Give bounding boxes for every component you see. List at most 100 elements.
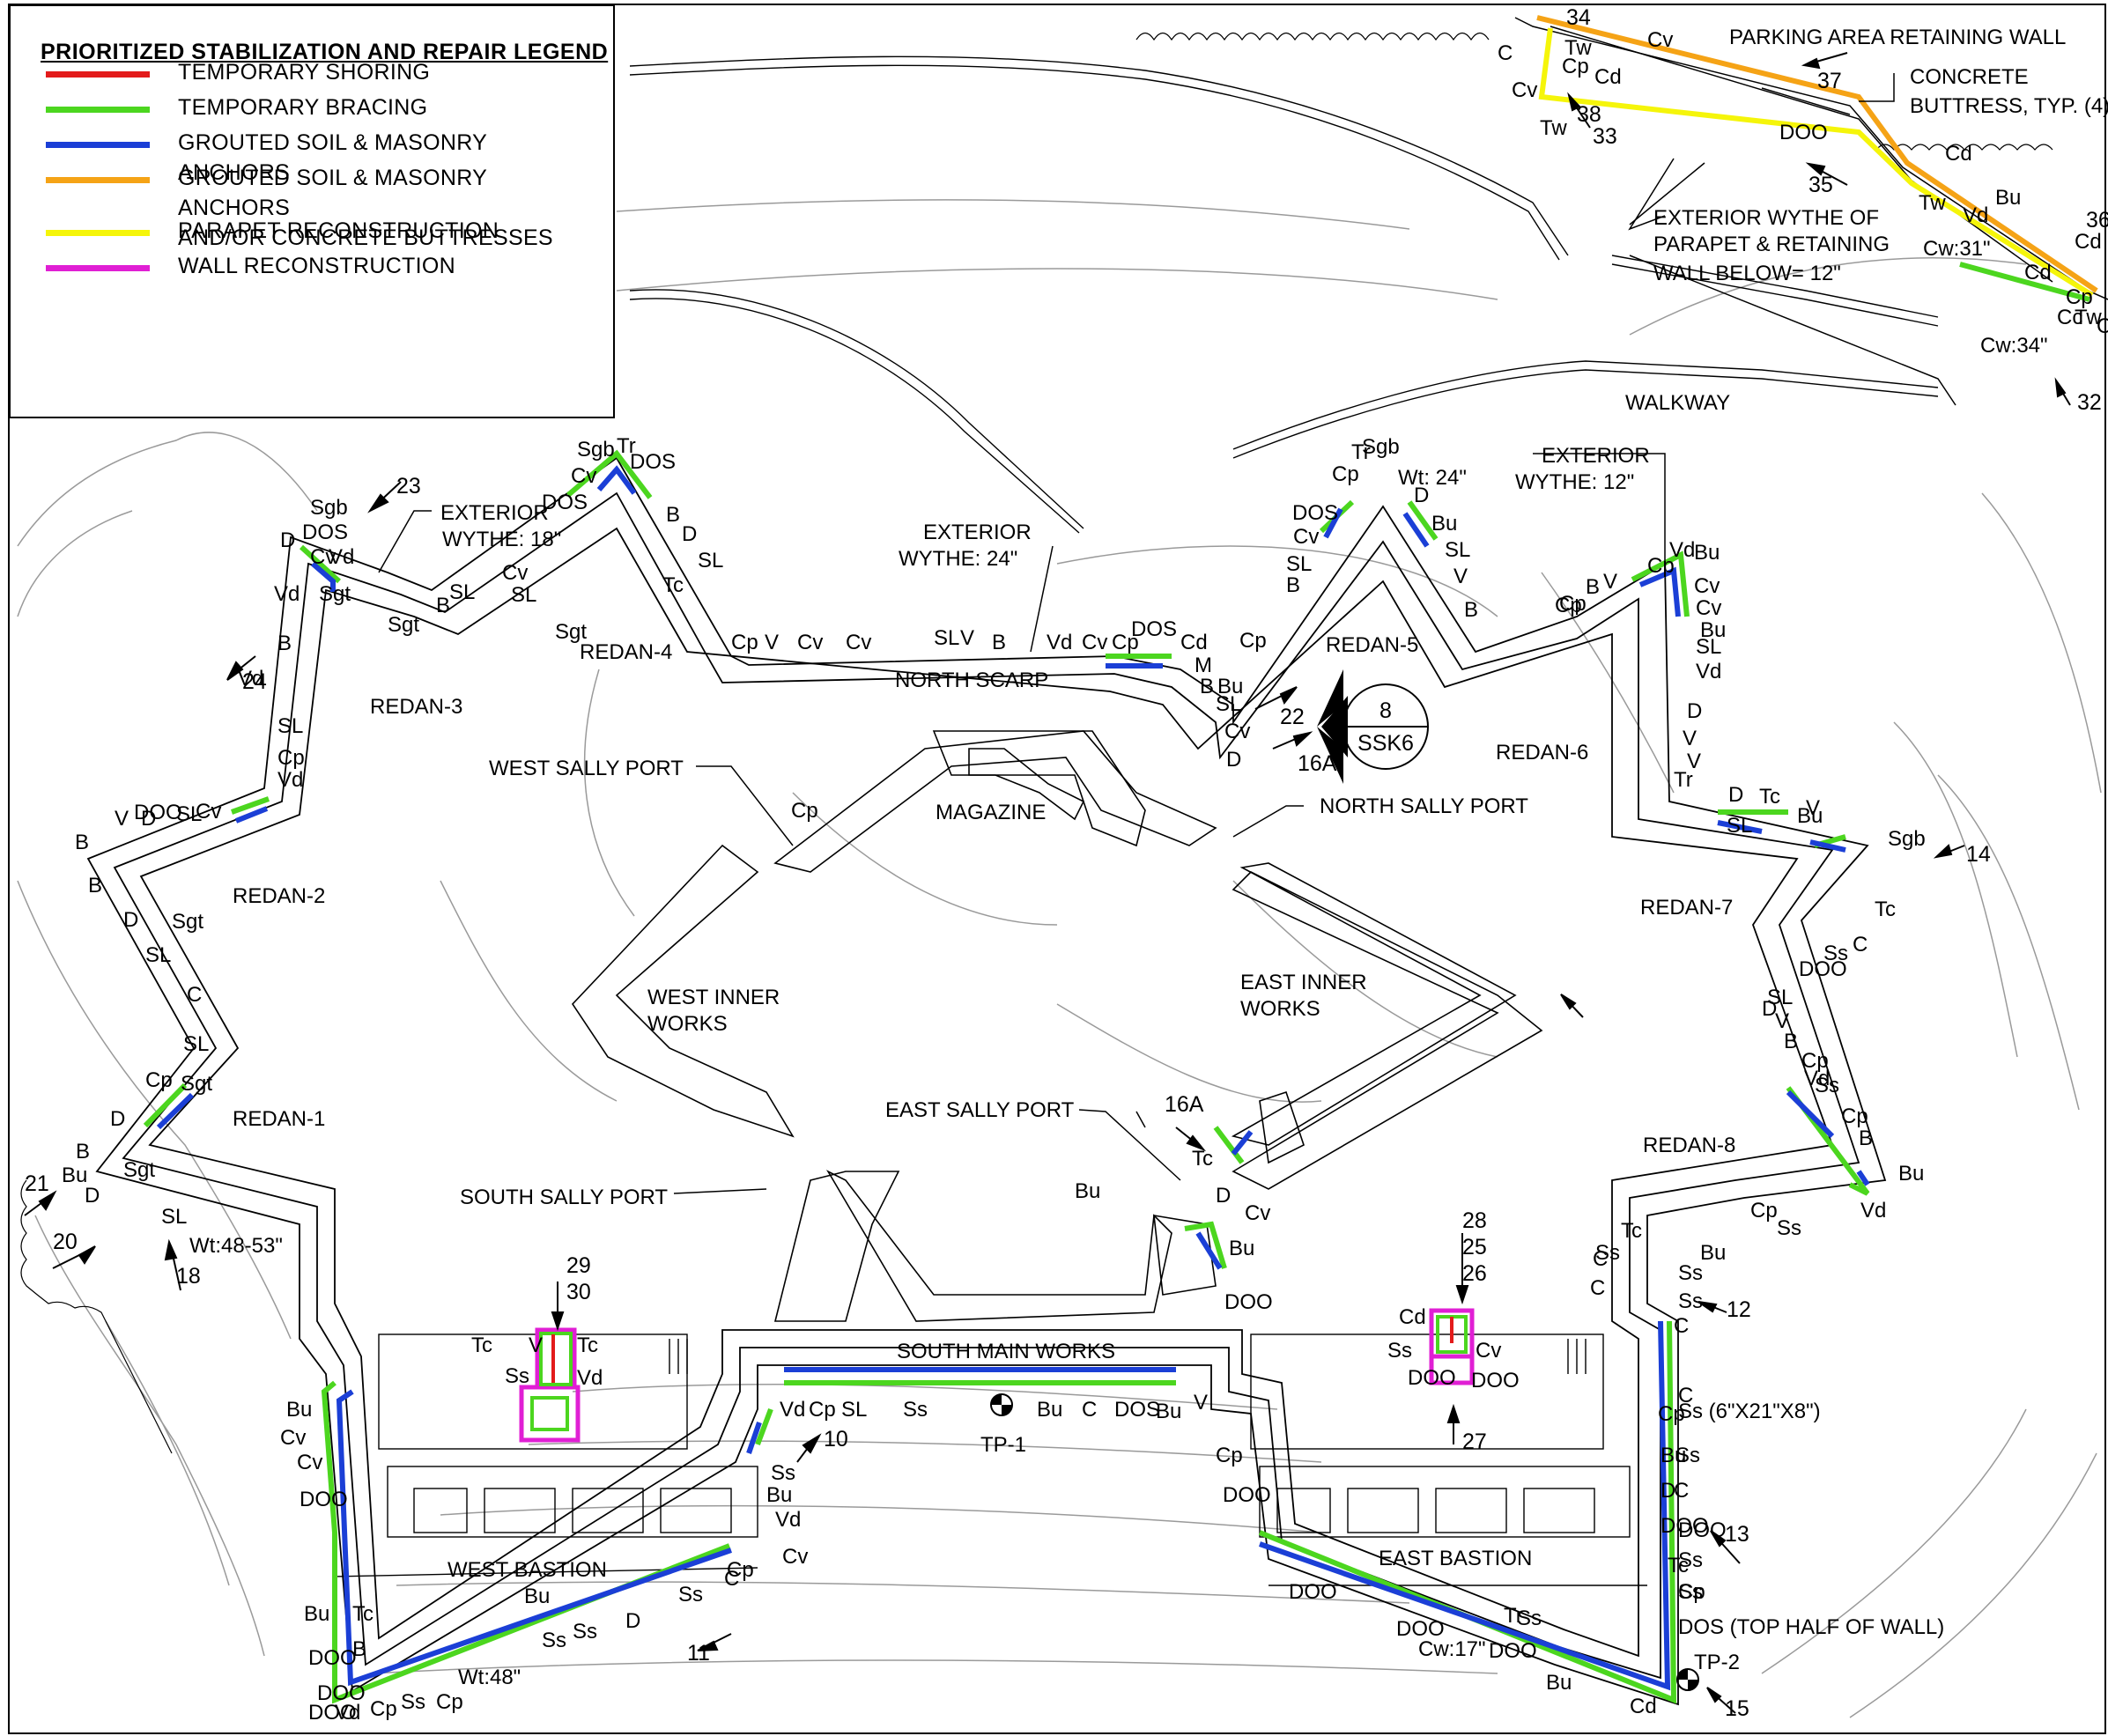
condition-code: D — [625, 1609, 640, 1633]
anchors-lines — [156, 465, 1870, 1691]
condition-code: DOO — [308, 1646, 357, 1670]
condition-code: V — [1453, 565, 1468, 588]
label-wythe-12: WYTHE: 12" — [1515, 470, 1634, 494]
condition-code: Cv — [797, 631, 823, 654]
condition-code: Sgt — [123, 1158, 155, 1182]
label-east-inner-works: WORKS — [1240, 997, 1320, 1021]
legend-item: PARAPET RECONSTRUCTION — [46, 216, 610, 251]
condition-code: D — [1661, 1479, 1675, 1503]
photo-24: 24 — [242, 669, 267, 694]
condition-code: D — [1728, 783, 1743, 807]
condition-code: Tr — [1504, 1604, 1523, 1628]
area-labels: REDAN-1 REDAN-2 REDAN-3 REDAN-4 REDAN-5 … — [233, 391, 1735, 1582]
condition-code: D — [682, 522, 697, 546]
photo-34: 34 — [1566, 5, 1591, 30]
photo-32: 32 — [2077, 390, 2102, 415]
condition-code: Vd — [1963, 203, 1988, 227]
condition-code: Vd — [780, 1398, 805, 1422]
callout-labels: WEST SALLY PORT NORTH SALLY PORT EAST SA… — [189, 26, 2108, 1689]
condition-code: Bu — [1229, 1237, 1254, 1260]
condition-code: Vd — [1860, 1199, 1886, 1223]
sheet-border — [8, 4, 2106, 1734]
photo-33: 33 — [1593, 124, 1617, 149]
condition-code: Bu — [1995, 186, 2021, 210]
label-wt-24: Wt: 24" — [1398, 466, 1467, 490]
condition-code: Cp — [1647, 554, 1675, 578]
condition-code: C — [1590, 1276, 1605, 1300]
condition-code: Ss — [1675, 1444, 1700, 1467]
condition-code: Cp — [370, 1697, 397, 1721]
photo-27: 27 — [1462, 1429, 1487, 1454]
condition-code: D — [280, 528, 295, 552]
photo-26: 26 — [1462, 1261, 1487, 1286]
condition-code: Cd — [1630, 1695, 1657, 1718]
condition-code: B — [1286, 573, 1300, 597]
condition-code: SL — [1286, 552, 1312, 576]
section-number: 8 — [1379, 698, 1392, 723]
condition-code: DOS — [630, 450, 676, 474]
condition-code: D — [85, 1184, 100, 1208]
condition-code: DOO — [308, 1701, 357, 1725]
condition-code: Cc — [2057, 306, 2082, 329]
bracing-boxes — [530, 1315, 1468, 1431]
condition-code: Cv — [1224, 720, 1250, 743]
label-tp-1: TP-1 — [980, 1433, 1026, 1457]
condition-code: Cv — [297, 1451, 322, 1474]
condition-code: Tc — [352, 1602, 374, 1626]
photo-38: 38 — [1577, 102, 1601, 127]
label-north-scarp: NORTH SCARP — [895, 669, 1048, 692]
condition-code: Ss — [1678, 1580, 1703, 1604]
condition-code: Vd — [274, 582, 300, 606]
condition-code: V — [1806, 796, 1820, 820]
condition-code: DOO — [1799, 957, 1847, 981]
condition-code: C — [1593, 1247, 1608, 1271]
condition-code: V — [1775, 1009, 1789, 1033]
shoring-lines — [551, 1317, 1453, 1383]
condition-code: Cp — [436, 1690, 463, 1714]
condition-code: Tr — [1351, 440, 1371, 464]
photo-35: 35 — [1808, 173, 1833, 197]
label-redan-1: REDAN-1 — [233, 1107, 325, 1131]
condition-code: B — [1784, 1030, 1798, 1053]
condition-code: Tw — [1540, 116, 1567, 140]
condition-code: D — [110, 1107, 125, 1131]
photo-10: 10 — [824, 1427, 848, 1452]
condition-code: DOS — [1292, 501, 1338, 525]
label-exterior-12: EXTERIOR — [1542, 444, 1650, 468]
condition-code: B — [1586, 575, 1600, 599]
condition-code: Cp — [1562, 55, 1589, 78]
label-exterior-wythe-of: EXTERIOR WYTHE OF — [1653, 206, 1879, 230]
condition-code: Vd — [277, 768, 303, 792]
photo-37: 37 — [1817, 69, 1842, 93]
photo-14: 14 — [1966, 842, 1991, 867]
condition-code: SL — [183, 1032, 209, 1056]
condition-code: B — [88, 874, 102, 898]
photo-36: 36 — [2086, 208, 2108, 233]
condition-code: Cp — [791, 799, 818, 823]
section-sheet: SSK6 — [1357, 731, 1414, 756]
condition-code: DOO — [1471, 1369, 1520, 1392]
condition-code: Bu — [1700, 618, 1726, 642]
condition-code: Tc — [662, 573, 684, 597]
condition-code: Bu — [1700, 1241, 1726, 1265]
photo-16a-south: 16A — [1165, 1092, 1204, 1117]
legend-label: GROUTED SOIL & MASONRY ANCHORS — [178, 130, 487, 185]
condition-code: C — [1082, 1398, 1097, 1422]
condition-code: Cv — [1512, 78, 1537, 102]
label-exterior-24: EXTERIOR — [923, 521, 1032, 544]
condition-code: V — [1194, 1391, 1208, 1415]
condition-code: SL — [1696, 635, 1721, 659]
photo-23: 23 — [396, 474, 421, 499]
condition-code: Cp — [727, 1558, 754, 1582]
legend-item: GROUTED SOIL & MASONRY ANCHORS — [46, 128, 610, 185]
photo-21: 21 — [25, 1171, 49, 1196]
condition-code: Bu — [1217, 675, 1243, 698]
condition-code: Bu — [1156, 1400, 1181, 1423]
condition-code: Cp — [1216, 1444, 1243, 1467]
legend-label: PARAPET RECONSTRUCTION — [178, 218, 499, 243]
label-north-sally-port: NORTH SALLY PORT — [1320, 794, 1528, 818]
photo-12: 12 — [1727, 1297, 1751, 1322]
condition-code: B — [1859, 1127, 1873, 1150]
label-dos-top-half: DOS (TOP HALF OF WALL) — [1678, 1615, 1944, 1639]
